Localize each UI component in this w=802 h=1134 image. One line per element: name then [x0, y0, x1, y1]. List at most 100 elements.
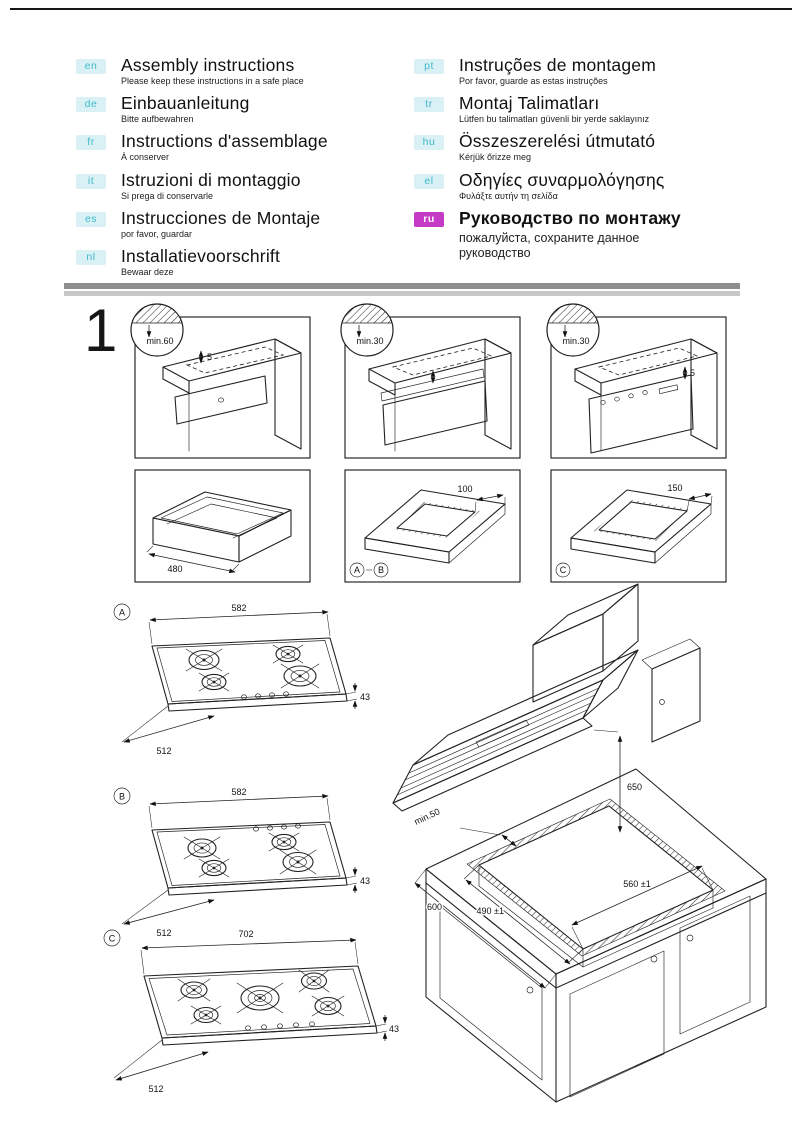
language-title-hu: Összeszerelési útmutató	[459, 131, 656, 152]
language-entry-es: es Instrucciones de Montaje por favor, g…	[76, 209, 406, 239]
clearance-callout-c: min.30	[546, 303, 600, 357]
cabinet-drawing-a: 5	[162, 338, 302, 452]
svg-text:B: B	[119, 792, 125, 802]
figure-cabinet-clearance-b: min.30	[340, 303, 521, 459]
hob-c-width-dim: 702	[238, 929, 253, 939]
cutout-interior	[478, 864, 714, 968]
cutout-width-dim: 560 ±1	[623, 879, 650, 889]
hob-c-depth-dim: 512	[148, 1084, 163, 1094]
language-badge-de: de	[76, 97, 106, 113]
drawer-width-dim: 480	[167, 564, 182, 574]
figure-hob-b: B 582 43	[113, 787, 370, 938]
gap-dimension-a: 5	[207, 352, 212, 362]
hob-c-height-dim: 43	[389, 1024, 399, 1034]
language-title-tr: Montaj Talimatları	[459, 93, 600, 114]
hob-c-drawing	[143, 965, 378, 1046]
hood-height-dim: 650	[627, 782, 642, 792]
language-subtitle-it: Si prega di conservarle	[121, 190, 214, 201]
language-list-right: pt Instruções de montagem Por favor, gua…	[414, 56, 766, 270]
section-divider-light	[64, 291, 740, 296]
language-badge-hu: hu	[414, 135, 444, 151]
language-subtitle-hu: Kérjük őrizze meg	[459, 152, 532, 163]
page-top-rule	[10, 8, 792, 10]
cutout-drawing-c: 150	[570, 483, 713, 564]
language-badge-tr: tr	[414, 97, 444, 113]
label-b-badge: B	[113, 787, 131, 805]
hob-a-dimensions: 582 43 512	[121, 603, 370, 756]
language-title-el: Οδηγίες συναρμολόγησης	[459, 169, 665, 190]
cutout-c-offset-dim: 150	[667, 483, 682, 493]
language-title-fr: Instructions d'assemblage	[121, 131, 328, 152]
cutout-ab-offset-dim: 100	[457, 484, 472, 494]
figure-cabinet-clearance-c: 5 min.30	[546, 303, 727, 459]
language-badge-en: en	[76, 59, 106, 74]
language-title-pt: Instruções de montagem	[459, 55, 657, 75]
cabinet-drawing-c: 5	[574, 338, 718, 454]
language-title-ru: Руководство по монтажу	[459, 207, 681, 228]
language-title-es: Instrucciones de Montaje	[121, 207, 321, 228]
language-title-en: Assembly instructions	[121, 55, 295, 75]
svg-text:B: B	[378, 565, 384, 575]
installation-dimensions: 650 min.50 490 ±1 560 ±1 600	[411, 729, 714, 989]
wall-cabinet-panel	[641, 638, 701, 743]
language-entry-pt: pt Instruções de montagem Por favor, gua…	[414, 56, 766, 86]
hob-c-dimensions: 702 43 512	[113, 929, 399, 1094]
clearance-label-c: min.30	[562, 336, 589, 346]
language-subtitle-en: Please keep these instructions in a safe…	[121, 75, 304, 86]
clearance-callout-a: min.60	[130, 303, 184, 357]
hood-drawing	[392, 583, 639, 812]
clearance-label-a: min.60	[146, 336, 173, 346]
clearance-label-b: min.30	[356, 336, 383, 346]
language-entry-fr: fr Instructions d'assemblage À conserver	[76, 132, 406, 162]
hob-b-depth-dim: 512	[156, 928, 171, 938]
language-badge-pt: pt	[414, 59, 444, 74]
worktop-depth-dim: 600	[427, 902, 442, 912]
language-subtitle-tr: Lütfen bu talimatları güvenli bir yerde …	[459, 114, 650, 125]
language-entry-de: de Einbauanleitung Bitte aufbewahren	[76, 94, 406, 124]
language-entry-hu: hu Összeszerelési útmutató Kérjük őrizze…	[414, 132, 766, 162]
label-b-badge: B	[373, 562, 389, 578]
svg-text:C: C	[109, 934, 116, 944]
hob-b-width-dim: 582	[231, 787, 246, 797]
svg-text:A: A	[119, 608, 125, 618]
language-subtitle-el: Φυλάξτε αυτήν τη σελίδα	[459, 190, 558, 201]
hob-a-drawing	[151, 637, 348, 712]
language-list-left: en Assembly instructions Please keep the…	[76, 56, 406, 285]
language-entry-it: it Istruzioni di montaggio Si prega di c…	[76, 169, 406, 201]
hob-a-width-dim: 582	[231, 603, 246, 613]
svg-text:C: C	[560, 565, 567, 575]
language-badge-el: el	[414, 173, 444, 189]
language-title-it: Istruzioni di montaggio	[121, 169, 301, 190]
language-subtitle-es: por favor, guardar	[121, 228, 193, 239]
hob-b-dimensions: 582 43 512	[121, 787, 370, 938]
hood-grille	[396, 687, 600, 796]
label-a-badge: A	[349, 562, 365, 578]
label-a-badge: A	[113, 603, 131, 621]
cutout-depth-dim: 490 ±1	[477, 906, 504, 916]
language-subtitle-nl: Bewaar deze	[121, 267, 174, 278]
hob-b-height-dim: 43	[360, 876, 370, 886]
min-clearance-dim: min.50	[413, 806, 442, 826]
worktop-drawing	[425, 768, 767, 989]
hob-a-height-dim: 43	[360, 692, 370, 702]
figure-hob-a: A 582 43	[113, 603, 370, 756]
language-entry-el: el Οδηγίες συναρμολόγησης Φυλάξτε αυτήν …	[414, 169, 766, 201]
drawer-drawing: 480	[146, 491, 292, 574]
language-badge-it: it	[76, 173, 106, 189]
language-subtitle-de: Bitte aufbewahren	[121, 114, 194, 125]
clearance-callout-b: min.30	[340, 303, 394, 357]
label-c-badge: C	[555, 562, 571, 578]
language-entry-ru: ru Руководство по монтажу пожалуйста, со…	[414, 209, 766, 262]
figure-cutout-ab: 100 A B	[344, 469, 521, 583]
figure-cabinet-clearance-a: 5 min.60	[130, 303, 311, 459]
language-title-nl: Installatievoorschrift	[121, 246, 281, 267]
figure-drawer-dimensions: 480	[134, 469, 311, 583]
language-badge-nl: nl	[76, 250, 106, 266]
language-subtitle-ru: пожалуйста, сохраните данное руководство	[459, 230, 640, 261]
label-c-badge: C	[103, 929, 121, 947]
hob-b-drawing	[151, 821, 348, 896]
figure-cutout-c: 150 C	[550, 469, 727, 583]
language-entry-nl: nl Installatievoorschrift Bewaar deze	[76, 247, 406, 277]
figure-hob-c: C 702 4	[103, 929, 399, 1094]
